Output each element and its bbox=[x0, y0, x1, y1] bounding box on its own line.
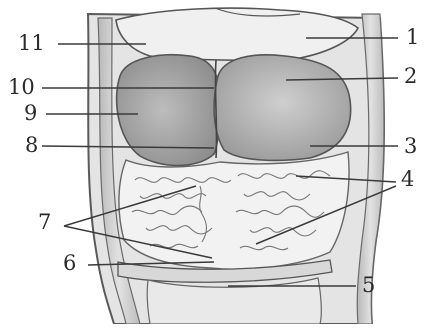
label-8: 8 bbox=[25, 135, 38, 156]
label-9: 9 bbox=[24, 103, 37, 124]
label-6: 6 bbox=[63, 253, 76, 274]
left-lobe bbox=[117, 55, 220, 166]
label-2: 2 bbox=[404, 66, 417, 87]
label-1: 1 bbox=[406, 27, 419, 48]
label-11: 11 bbox=[18, 33, 45, 54]
intestine-mass bbox=[119, 152, 349, 269]
label-10: 10 bbox=[8, 77, 35, 98]
right-lobe bbox=[214, 55, 351, 161]
upper-flap bbox=[116, 8, 358, 60]
label-7: 7 bbox=[38, 212, 51, 233]
label-3: 3 bbox=[404, 136, 417, 157]
label-4: 4 bbox=[401, 169, 414, 190]
label-5: 5 bbox=[362, 275, 375, 296]
